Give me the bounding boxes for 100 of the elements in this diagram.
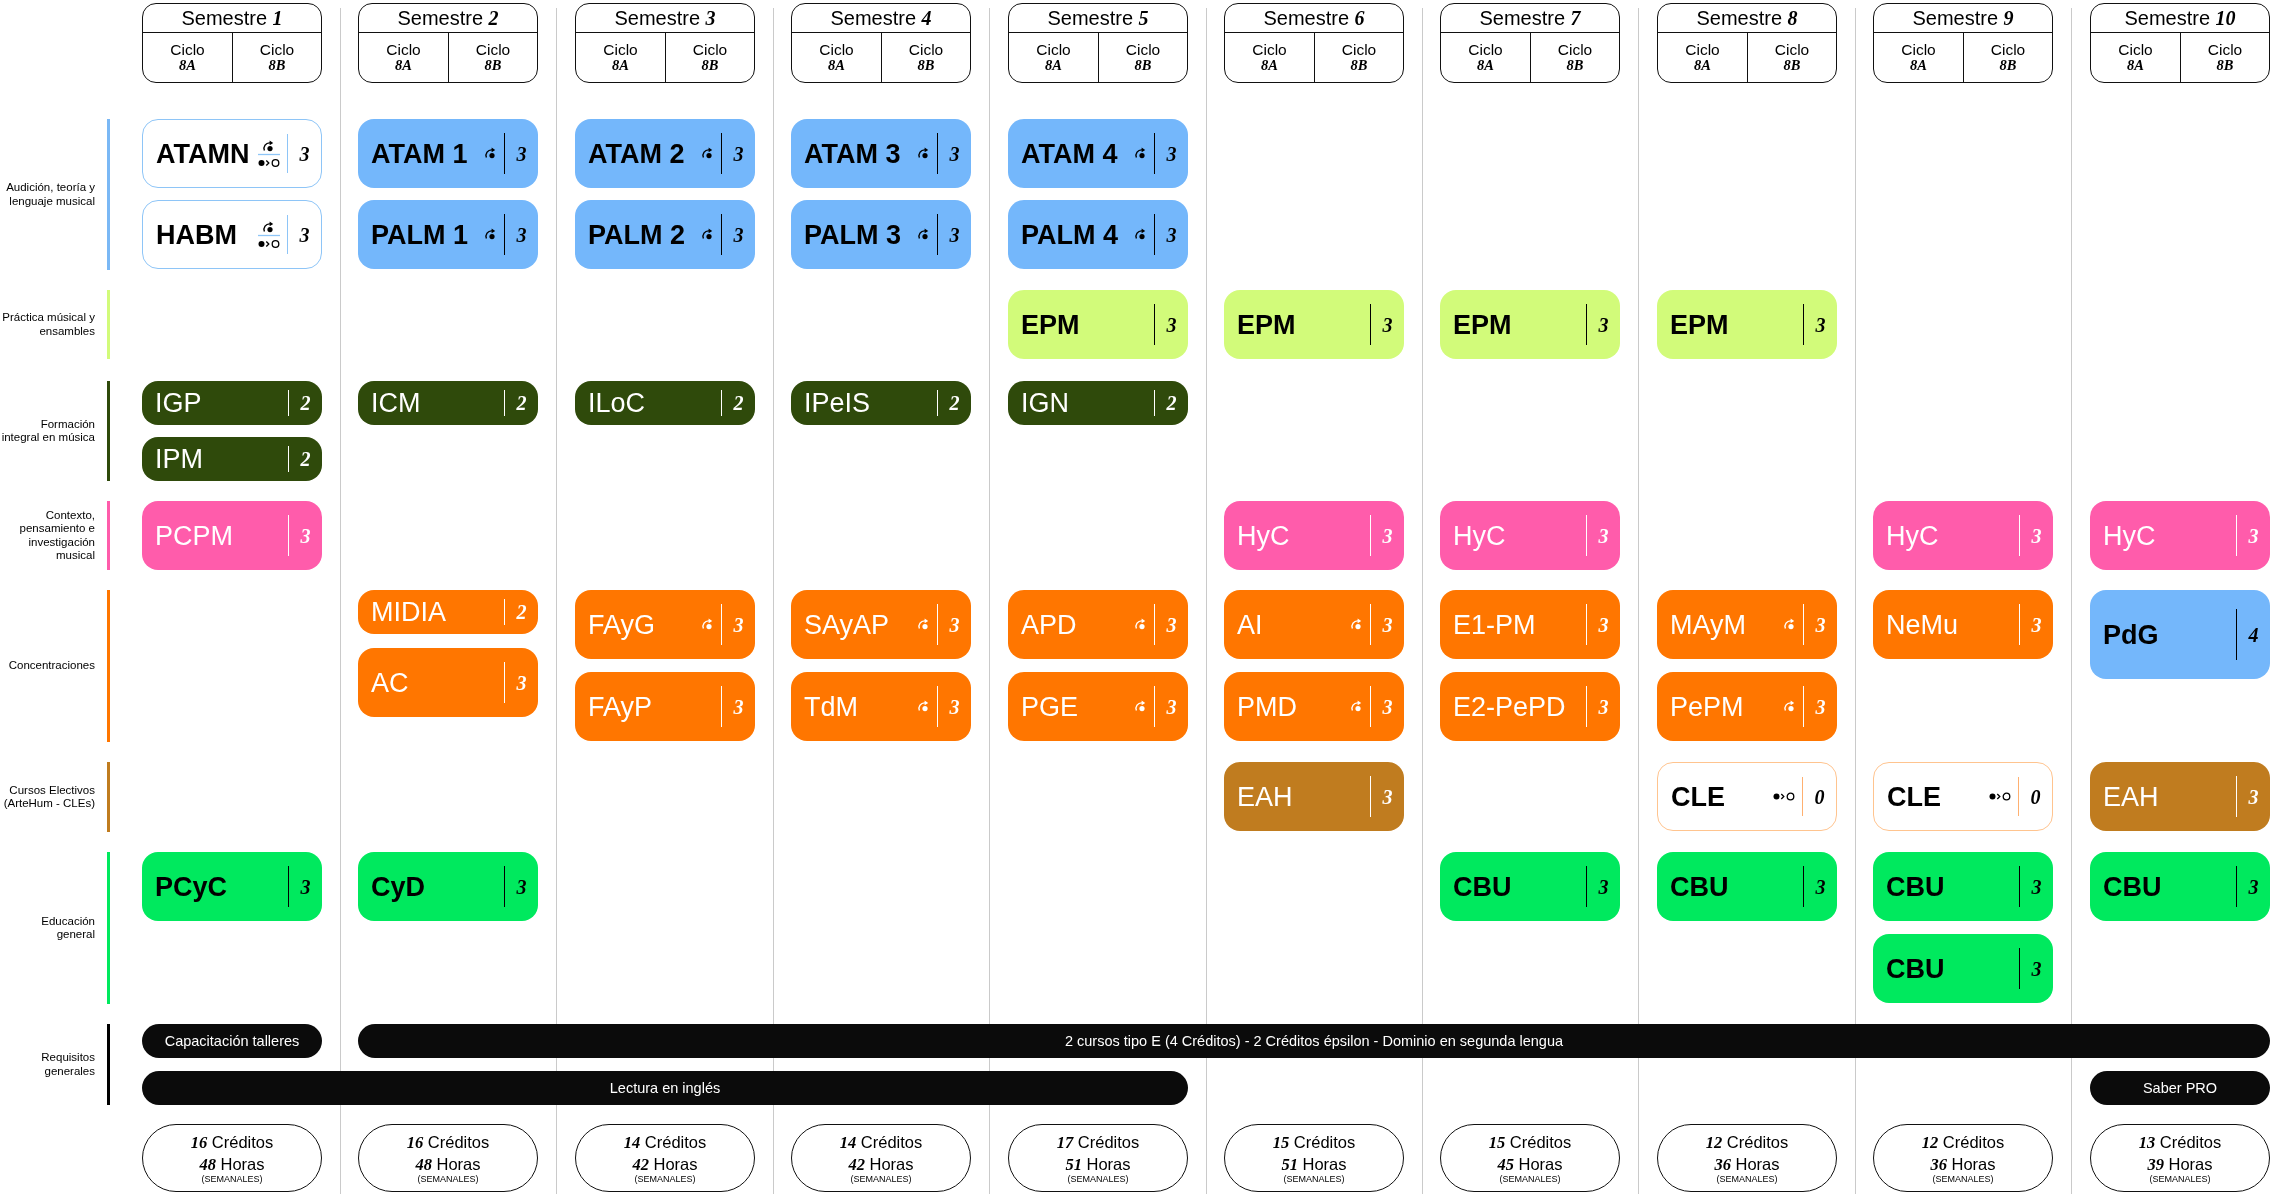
semester-header bbox=[791, 3, 971, 83]
course-code: CBU bbox=[1886, 953, 1945, 984]
course-code: EPM bbox=[1453, 309, 1512, 340]
course-card bbox=[791, 119, 971, 188]
credit-number: 2 bbox=[733, 392, 744, 414]
hours-text: 48 Horas bbox=[199, 1154, 265, 1174]
cycle-header-cell bbox=[1747, 32, 1836, 82]
credit-number: 3 bbox=[300, 524, 311, 547]
course-card bbox=[575, 200, 755, 269]
course-code: ILoC bbox=[588, 388, 646, 418]
course-card bbox=[1440, 501, 1620, 570]
course-code: IPeIS bbox=[804, 388, 871, 418]
requirement-bar: 2 cursos tipo E (4 Créditos) - 2 Créditos épsilon - Dominio en segunda lengua bbox=[358, 1024, 2270, 1058]
course-code: EPM bbox=[1237, 309, 1296, 340]
cycle-label: Ciclo 8B bbox=[259, 42, 295, 73]
credit-number: 3 bbox=[2248, 785, 2259, 808]
credits-text: 16 Créditos bbox=[406, 1132, 490, 1152]
course-card bbox=[142, 437, 322, 481]
course-code: CBU bbox=[1886, 871, 1945, 902]
credit-number: 3 bbox=[1166, 695, 1177, 718]
course-card bbox=[1873, 934, 2053, 1003]
course-code: ATAM 1 bbox=[371, 138, 468, 169]
course-card bbox=[358, 648, 538, 717]
hours-text: 51 Horas bbox=[1281, 1154, 1347, 1174]
course-code: CBU bbox=[1670, 871, 1729, 902]
category-label: Formación integral en música bbox=[0, 417, 95, 445]
credit-number: 3 bbox=[1815, 613, 1826, 636]
course-card bbox=[1224, 590, 1404, 659]
semester-title: Semestre 3 bbox=[614, 7, 716, 29]
semester-header bbox=[1873, 3, 2053, 83]
course-code: ATAMN bbox=[156, 138, 250, 169]
course-card bbox=[1657, 762, 1837, 831]
semester-title: Semestre 8 bbox=[1696, 7, 1798, 29]
course-card bbox=[575, 590, 755, 659]
course-card bbox=[1224, 290, 1404, 359]
credit-number: 3 bbox=[949, 142, 960, 165]
course-card bbox=[2090, 590, 2270, 679]
credit-number: 3 bbox=[1166, 142, 1177, 165]
credits-text: 15 Créditos bbox=[1272, 1132, 1356, 1152]
credit-number: 2 bbox=[949, 392, 960, 414]
credit-number: 3 bbox=[516, 142, 527, 165]
semester-title: Semestre 1 bbox=[181, 7, 283, 29]
credit-number: 3 bbox=[1598, 613, 1609, 636]
cycle-label: Ciclo 8B bbox=[2207, 42, 2243, 73]
course-code: ATAM 4 bbox=[1021, 138, 1118, 169]
course-card bbox=[1873, 590, 2053, 659]
requirement-bar: Capacitación talleres bbox=[142, 1024, 322, 1058]
course-card bbox=[1008, 381, 1188, 425]
hours-text: 48 Horas bbox=[415, 1154, 481, 1174]
credit-number: 3 bbox=[516, 223, 527, 246]
cycle-label: Ciclo 8B bbox=[908, 42, 944, 73]
credit-number: 3 bbox=[300, 875, 311, 898]
course-card bbox=[142, 200, 322, 269]
credit-number: 3 bbox=[1382, 524, 1393, 547]
credit-number: 3 bbox=[1166, 613, 1177, 636]
course-code: TdM bbox=[804, 691, 858, 722]
credit-number: 2 bbox=[1166, 392, 1177, 414]
semester-header bbox=[1440, 3, 1620, 83]
cycle-header-cell bbox=[2180, 32, 2269, 82]
course-card bbox=[1657, 672, 1837, 741]
credit-number: 3 bbox=[1815, 695, 1826, 718]
course-card bbox=[575, 119, 755, 188]
credit-number: 3 bbox=[733, 223, 744, 246]
course-code: CLE bbox=[1887, 781, 1941, 812]
course-card bbox=[1657, 290, 1837, 359]
course-code: FAyG bbox=[588, 609, 656, 640]
category-label: Requisitos generales bbox=[40, 1051, 95, 1078]
course-card bbox=[1440, 852, 1620, 921]
course-code: MIDIA bbox=[371, 597, 446, 627]
credits-text: 13 Créditos bbox=[2138, 1132, 2222, 1152]
semester-title: Semestre 7 bbox=[1479, 7, 1581, 29]
credit-number: 3 bbox=[949, 223, 960, 246]
credit-number: 2 bbox=[516, 601, 527, 623]
cycle-label: Ciclo 8A bbox=[1468, 42, 1503, 73]
hours-text: 51 Horas bbox=[1065, 1154, 1131, 1174]
hours-text: 36 Horas bbox=[1930, 1154, 1996, 1174]
course-card bbox=[358, 381, 538, 425]
hours-text: 36 Horas bbox=[1714, 1154, 1780, 1174]
course-card bbox=[358, 200, 538, 269]
course-card bbox=[358, 590, 538, 634]
course-card bbox=[358, 119, 538, 188]
course-code: HyC bbox=[1886, 520, 1939, 551]
credits-text: 15 Créditos bbox=[1488, 1132, 1572, 1152]
cycle-header-cell bbox=[1314, 32, 1403, 82]
requirement-bar: Saber PRO bbox=[2090, 1071, 2270, 1105]
course-code: PCyC bbox=[155, 871, 228, 902]
credit-number: 3 bbox=[2248, 875, 2259, 898]
course-code: PALM 3 bbox=[804, 219, 901, 250]
credit-number: 3 bbox=[299, 142, 310, 165]
credit-number: 3 bbox=[1598, 313, 1609, 336]
course-code: IPM bbox=[155, 444, 203, 474]
course-code: AC bbox=[371, 667, 409, 698]
course-code: ICM bbox=[371, 388, 421, 418]
credit-number: 3 bbox=[1382, 313, 1393, 336]
cycle-label: Ciclo 8B bbox=[692, 42, 728, 73]
category-label: Educación general bbox=[40, 914, 95, 942]
course-code: PGE bbox=[1021, 691, 1079, 722]
course-code: ATAM 3 bbox=[804, 138, 901, 169]
credit-number: 2 bbox=[516, 392, 527, 414]
credits-text: 12 Créditos bbox=[1921, 1132, 2005, 1152]
